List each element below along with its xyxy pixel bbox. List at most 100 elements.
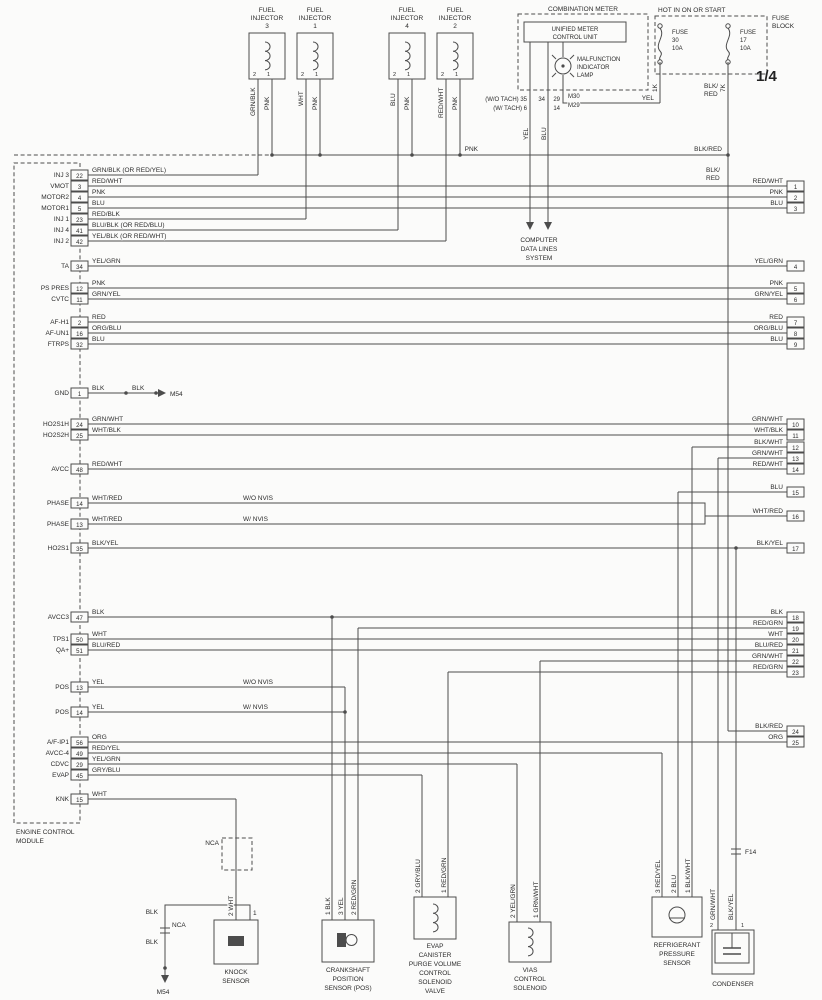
variant-note: W/ NVIS <box>243 704 269 711</box>
label: (W/ TACH) 6 <box>493 106 527 112</box>
label: BLK <box>132 385 145 392</box>
label: UNIFIED METER <box>552 27 599 33</box>
label: VIAS <box>523 967 538 974</box>
label: MODULE <box>16 838 44 845</box>
component-box <box>517 13 649 91</box>
label: YEL <box>642 95 655 102</box>
wire-color-label: RED/WHT <box>92 178 122 185</box>
label: SOLENOID <box>418 979 452 986</box>
coil-symbol <box>312 41 319 71</box>
ecm-pin-name: FTRPS <box>48 341 70 348</box>
label: BLK/ <box>704 83 718 90</box>
label: 2 <box>393 72 396 78</box>
label: ENGINE CONTROL <box>16 829 75 836</box>
wire-color-label: BLU/RED <box>755 642 783 649</box>
label: 2 YEL/GRN <box>510 884 517 918</box>
fuse-symbol <box>657 23 663 29</box>
pin-box <box>786 338 805 350</box>
pin-box <box>70 706 89 718</box>
label: POSITION <box>332 976 363 983</box>
wire-color-label: YEL/BLK (OR RED/WHT) <box>92 233 166 240</box>
label: PURGE VOLUME <box>409 961 462 968</box>
pin-number: 14 <box>792 468 799 474</box>
ecm-pin-name: INJ 4 <box>54 227 70 234</box>
pin-number: 16 <box>76 332 83 338</box>
pin-box <box>70 793 89 805</box>
label: CONDENSER <box>712 981 754 988</box>
pin-box <box>786 510 805 522</box>
component-box <box>711 929 755 975</box>
pin-number: 12 <box>792 446 799 452</box>
pin-box <box>786 736 805 748</box>
pin-number: 48 <box>76 468 83 474</box>
pin-box <box>70 213 89 225</box>
wire-color-label: ORG <box>92 734 107 741</box>
page-indicator: 1/4 <box>756 68 777 85</box>
label: INJECTOR <box>439 15 472 22</box>
ecm-pin-name: AVCC <box>51 466 69 473</box>
wire-color-label: RED <box>769 314 783 321</box>
pin-number: 32 <box>76 343 83 349</box>
pressure-symbol <box>668 906 686 924</box>
pin-box <box>70 293 89 305</box>
pin-number: 22 <box>792 660 799 666</box>
pin-box <box>70 542 89 554</box>
ecm-pin-name: PHASE <box>47 521 70 528</box>
label: COMPUTER <box>520 237 558 244</box>
label: COMBINATION METER <box>548 6 618 13</box>
wire-color-label: GRN/BLK (OR RED/YEL) <box>92 167 166 174</box>
ecm-pin-name: VMOT <box>50 183 69 190</box>
label: FUEL <box>399 7 416 14</box>
label: 1 GRN/WHT <box>533 882 540 919</box>
junction-dot <box>330 615 334 619</box>
wire-color-label: GRN/YEL <box>754 291 783 298</box>
ecm-pin-name: INJ 3 <box>54 172 70 179</box>
pin-box <box>70 463 89 475</box>
wire-color-label: YEL/GRN <box>754 258 783 265</box>
label: RED/WHT <box>438 88 445 118</box>
label: BLK/YEL <box>728 893 735 920</box>
label: INJECTOR <box>391 15 424 22</box>
wire-color-label: ORG/BLU <box>754 325 784 332</box>
pin-box <box>786 542 805 554</box>
label: CONTROL <box>514 976 546 983</box>
pin-number: 17 <box>792 547 799 553</box>
knock-symbol <box>228 936 244 946</box>
label: DATA LINES <box>521 246 558 253</box>
pin-box <box>70 736 89 748</box>
wire-color-label: BLK <box>771 609 784 616</box>
coil-symbol <box>264 41 271 71</box>
label: BLU <box>390 93 397 106</box>
component-box <box>321 919 375 963</box>
pin-box <box>786 282 805 294</box>
wire-color-label: YEL <box>92 704 105 711</box>
pin-box <box>70 260 89 272</box>
label: NCA <box>172 922 186 929</box>
ecm-pin-name: TA <box>61 263 69 270</box>
label: SENSOR <box>663 960 691 967</box>
label: 2 <box>253 72 256 78</box>
wire <box>562 75 660 104</box>
pin-box <box>70 611 89 623</box>
ckp-symbol <box>345 934 358 946</box>
label: CONTROL UNIT <box>553 35 598 41</box>
label: 30 <box>672 38 679 44</box>
pin-box <box>70 429 89 441</box>
wire-color-label: BLU <box>92 200 105 207</box>
label: MALFUNCTION <box>577 57 620 63</box>
wire-color-label: WHT/RED <box>753 508 784 515</box>
label: CANISTER <box>419 952 452 959</box>
wire-color-label: WHT <box>92 631 107 638</box>
wire-color-label: RED/BLK <box>92 211 120 218</box>
pin-box <box>786 463 805 475</box>
junction-dot <box>124 391 128 395</box>
fuse-block: HOT IN ON OR STARTFUSE3010AFUSE1710AFUSE… <box>641 6 796 103</box>
pin-number: 1 <box>794 185 798 191</box>
lamp-symbol <box>569 72 575 78</box>
